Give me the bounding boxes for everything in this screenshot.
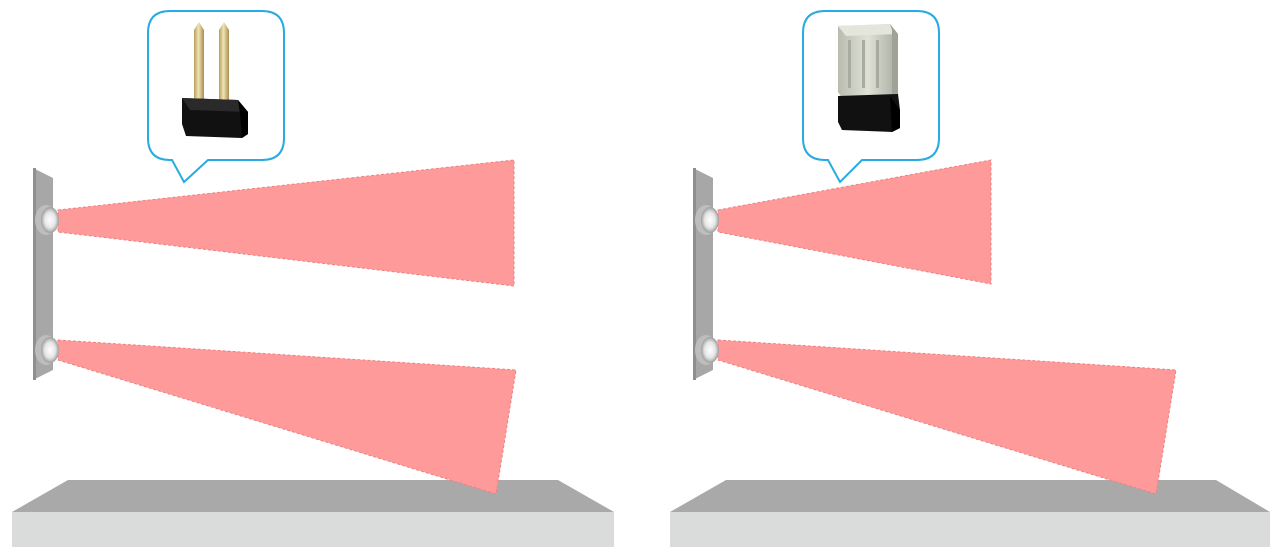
- lower-ir-sensor: [35, 335, 59, 365]
- floor-surface: [12, 480, 614, 547]
- lower-beam-to-floor: [57, 339, 517, 495]
- lower-ir-sensor: [695, 335, 719, 365]
- floor-surface: [670, 480, 1270, 547]
- upper-beam-long: [57, 159, 515, 287]
- panel-left: [12, 10, 614, 547]
- panel-right: [670, 10, 1270, 547]
- upper-ir-sensor: [35, 205, 59, 235]
- jumper-cap-icon: [838, 24, 900, 132]
- callout-bubble: [147, 10, 285, 184]
- upper-beam-short: [717, 159, 992, 285]
- upper-ir-sensor: [695, 205, 719, 235]
- lower-beam-to-floor: [717, 339, 1177, 495]
- jumper-pins-icon: [182, 22, 248, 138]
